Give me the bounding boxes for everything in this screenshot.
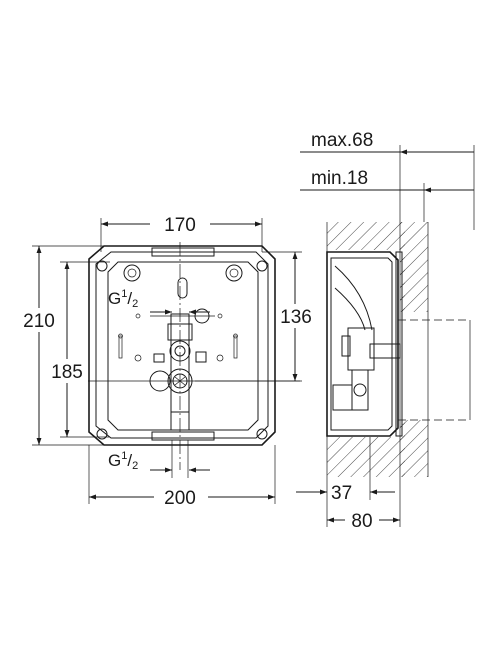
corner-boss-tl — [123, 264, 141, 282]
side-front-plate — [395, 251, 403, 437]
dim-top-width-label: 170 — [164, 215, 196, 236]
dim-min-depth-label: min.18 — [311, 168, 368, 189]
corner-hole-tl — [96, 260, 108, 272]
corner-hole-br — [256, 428, 268, 440]
corner-hole-tr — [256, 260, 268, 272]
corner-boss-tr — [225, 264, 243, 282]
side-slot-right — [233, 335, 238, 359]
side-view — [326, 222, 471, 477]
thread-bottom-label: G1/2 — [108, 450, 138, 472]
side-box-body — [326, 251, 399, 437]
dim-connection-height-label: 136 — [280, 307, 312, 328]
front-view — [60, 242, 300, 478]
box-top-rim — [151, 247, 215, 257]
side-slot-left — [118, 335, 123, 359]
dim-wall-offset-label: 37 — [331, 483, 352, 504]
dim-overall-width-label: 200 — [164, 488, 196, 509]
corner-hole-bl — [96, 428, 108, 440]
mounting-frame-inner — [95, 251, 269, 439]
box-bottom-rim — [151, 431, 215, 441]
top-slot — [177, 277, 188, 299]
dim-inner-height-label: 185 — [51, 362, 83, 383]
svg-text:G1/2: G1/2 — [108, 450, 138, 472]
installation-box — [107, 261, 259, 431]
side-dimensions: max.68 min.18 37 80 — [296, 130, 475, 532]
corner-lugs — [96, 260, 268, 440]
dim-total-depth-label: 80 — [351, 511, 372, 532]
front-dimensions: 170 200 210 185 136 G1/2 — [20, 212, 318, 509]
svg-text:G1/2: G1/2 — [108, 288, 138, 310]
dim-max-depth-label: max.68 — [311, 130, 373, 151]
mounting-frame-outer — [88, 245, 276, 446]
dim-overall-height-label: 210 — [23, 311, 55, 332]
thread-top-label: G1/2 — [108, 288, 138, 310]
